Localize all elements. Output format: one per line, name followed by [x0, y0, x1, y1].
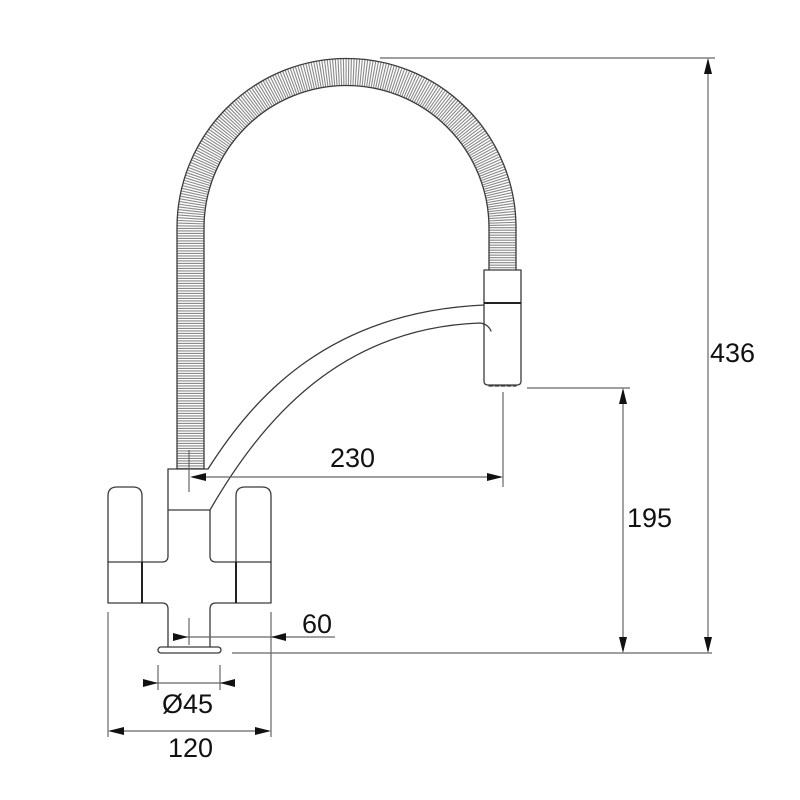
spout-head	[483, 269, 522, 387]
faucet-body	[141, 450, 237, 648]
extension-lines	[107, 57, 715, 737]
spout-arm	[207, 304, 492, 511]
base-diameter-label: Ø45	[162, 689, 213, 719]
dimension-handle-offset: 60	[173, 609, 335, 641]
handle-offset-label: 60	[302, 609, 332, 639]
dimension-spout-reach: 230	[190, 443, 503, 481]
dimension-spout-outlet-height: 195	[619, 388, 672, 653]
dimension-base-diameter: Ø45	[143, 679, 235, 719]
spout-outlet-height-label: 195	[627, 503, 672, 533]
flexible-hose	[176, 57, 517, 470]
total-width-label: 120	[168, 733, 213, 763]
right-handle	[235, 486, 272, 604]
base-plate	[157, 646, 222, 654]
left-handle	[107, 486, 143, 604]
dimension-total-height: 436	[704, 58, 755, 653]
dimension-total-width: 120	[108, 727, 271, 763]
total-height-label: 436	[710, 338, 755, 368]
spout-reach-label: 230	[330, 443, 375, 473]
